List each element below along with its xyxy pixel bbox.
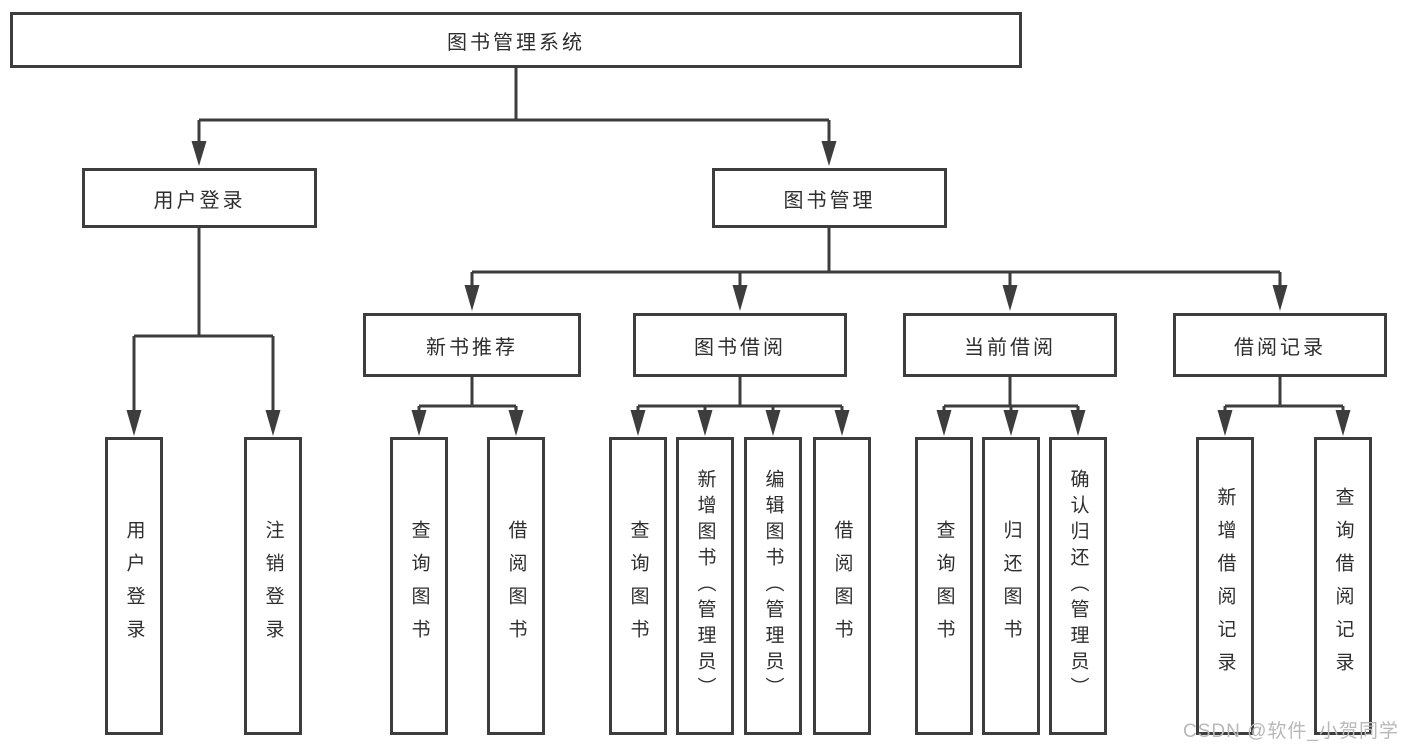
leaf-return-books: 归还图书 [982,437,1040,735]
node-label: 新书推荐 [426,336,518,359]
node-book-management: 图书管理 [712,168,947,228]
node-label: 图书借阅 [694,336,786,359]
leaf-label: 查询图书 [408,520,430,652]
node-library-management-system: 图书管理系统 [10,12,1022,68]
leaf-user-login: 用户登录 [105,437,163,735]
leaf-query-books: 查询图书 [915,437,973,735]
leaf-label: 查询借阅记录 [1332,487,1354,685]
leaf-label: 查询图书 [627,520,649,652]
leaf-query-books: 查询图书 [390,437,448,735]
leaf-label: 用户登录 [123,520,145,652]
node-new-book-recommendation: 新书推荐 [363,313,581,377]
leaf-add-borrow-record: 新增借阅记录 [1196,437,1254,735]
node-user-login: 用户登录 [82,168,317,228]
node-label: 图书管理 [783,189,876,212]
leaf-edit-book-admin: 编辑图书（管理员） [744,437,802,735]
leaf-label: 借阅图书 [505,520,527,652]
leaf-label: 借阅图书 [831,520,853,652]
leaf-borrow-books: 借阅图书 [813,437,871,735]
node-current-borrowing: 当前借阅 [903,313,1117,377]
leaf-label: 归还图书 [1000,520,1022,652]
node-label: 借阅记录 [1234,336,1326,359]
leaf-logout: 注销登录 [244,437,302,735]
leaf-label: 注销登录 [262,520,284,652]
leaf-label: 新增借阅记录 [1214,487,1236,685]
leaf-label: 确认归还（管理员） [1067,469,1089,703]
leaf-borrow-books: 借阅图书 [487,437,545,735]
leaf-query-borrow-record: 查询借阅记录 [1314,437,1372,735]
leaf-label: 查询图书 [933,520,955,652]
node-borrowing-records: 借阅记录 [1173,313,1387,377]
leaf-confirm-return-admin: 确认归还（管理员） [1049,437,1107,735]
leaf-label: 新增图书（管理员） [694,469,716,703]
leaf-add-book-admin: 新增图书（管理员） [676,437,734,735]
node-book-borrowing: 图书借阅 [633,313,847,377]
node-label: 用户登录 [153,189,246,212]
node-label: 图书管理系统 [447,31,585,54]
leaf-query-books: 查询图书 [609,437,667,735]
watermark: CSDN @软件_小贺同学 [1183,721,1399,742]
leaf-label: 编辑图书（管理员） [762,469,784,703]
node-label: 当前借阅 [964,336,1056,359]
